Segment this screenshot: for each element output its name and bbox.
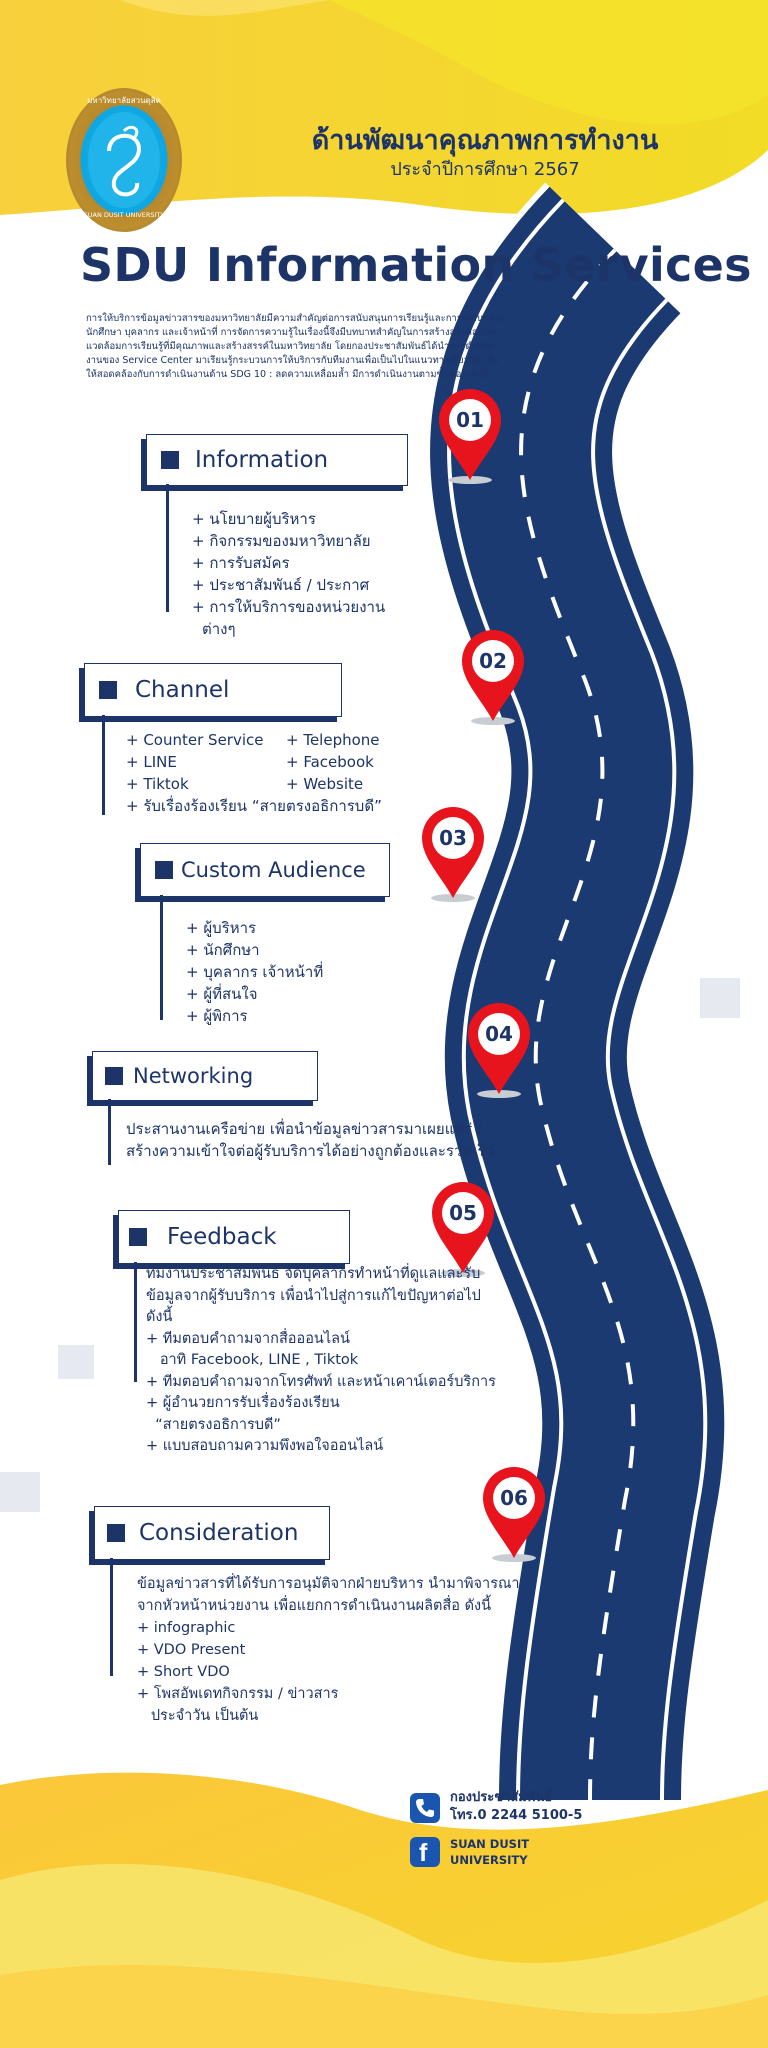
- list-item: + infographic: [137, 1620, 236, 1636]
- section-audience-stem: [160, 895, 163, 1020]
- list-item: จากหัวหน้าหน่วยงาน เพื่อแยกการดำเนินงานผ…: [137, 1598, 491, 1614]
- list-item: + การรับสมัคร: [192, 554, 290, 572]
- facebook-icon: f: [410, 1837, 440, 1867]
- facebook-name-line2: UNIVERSITY: [450, 1853, 528, 1867]
- pin-01-number: 01: [456, 408, 484, 432]
- bullet-square: [161, 451, 179, 469]
- list-item: + Tiktok: [126, 775, 189, 793]
- list-item: + ทีมตอบคำถามจากสื่อออนไลน์: [146, 1330, 350, 1347]
- list-item: + ประชาสัมพันธ์ / ประกาศ: [192, 576, 370, 594]
- contact-facebook-text: SUAN DUSIT UNIVERSITY: [450, 1836, 529, 1868]
- contact-org: กองประชาสัมพันธ์: [450, 1790, 553, 1805]
- section-audience-label: Custom Audience: [181, 858, 366, 882]
- section-feedback-box: Feedback: [118, 1210, 350, 1264]
- list-item: + โพสอัพเดทกิจกรรม / ข่าวสาร: [137, 1686, 339, 1702]
- list-item: + แบบสอบถามความพึงพอใจออนไลน์: [146, 1438, 384, 1454]
- section-networking-stem: [108, 1099, 111, 1165]
- section-channel-label: Channel: [135, 677, 230, 703]
- list-item: ประจำวัน เป็นต้น: [137, 1708, 259, 1724]
- bullet-square: [129, 1228, 147, 1246]
- pin-04-number: 04: [485, 1022, 513, 1046]
- list-item: + LINE: [126, 753, 177, 771]
- section-channel-columns: + Counter Service + LINE + Tiktok + Tele…: [126, 729, 446, 799]
- section-networking-box: Networking: [92, 1051, 318, 1101]
- university-logo: มหาวิทยาลัยสวนดุสิต SUAN DUSIT UNIVERSIT…: [66, 88, 182, 232]
- list-item: + นโยบายผู้บริหาร: [192, 510, 316, 528]
- section-consideration-stem: [110, 1558, 113, 1676]
- pin-06-icon: [483, 1467, 545, 1562]
- list-item: + Website: [286, 775, 364, 793]
- list-item: + ผู้พิการ: [186, 1007, 248, 1025]
- bullet-square: [105, 1067, 123, 1085]
- pin-03-icon: [422, 807, 484, 902]
- list-item: ต่างๆ: [202, 620, 236, 638]
- page-title: SDU Information Services: [80, 238, 752, 292]
- pin-05-icon: [432, 1182, 494, 1277]
- section-channel-box: Channel: [84, 663, 342, 717]
- pin-02-icon: [462, 630, 524, 725]
- list-item: + ผู้บริหาร: [186, 919, 257, 937]
- header-subtitle: ประจำปีการศึกษา 2567: [390, 159, 580, 180]
- section-feedback-label: Feedback: [167, 1224, 277, 1250]
- list-item: ข้อมูลจากผู้รับบริการ เพื่อนำไปสู่การแก้…: [146, 1287, 481, 1304]
- pin-03-number: 03: [439, 826, 467, 850]
- section-consideration-list: ข้อมูลข่าวสารที่ได้รับการอนุมัติจากฝ่ายบ…: [137, 1573, 520, 1727]
- bullet-square: [99, 681, 117, 699]
- pin-05-number: 05: [449, 1201, 477, 1225]
- list-item: ดังนี้: [146, 1309, 173, 1325]
- list-item: + ทีมตอบคำถามจากโทรศัพท์ และหน้าเคาน์เตอ…: [146, 1373, 496, 1390]
- bullet-square: [107, 1524, 125, 1542]
- section-channel-stem: [102, 715, 105, 815]
- list-item: + นักศึกษา: [186, 941, 260, 959]
- pin-04-icon: [468, 1003, 530, 1098]
- list-item: + VDO Present: [137, 1642, 246, 1658]
- section-information-box: Information: [146, 434, 408, 486]
- logo-emblem-icon: [88, 112, 160, 208]
- section-networking-label: Networking: [133, 1064, 254, 1088]
- text-line: ประสานงานเครือข่าย เพื่อนำข้อมูลข่าวสารม…: [126, 1120, 483, 1138]
- logo-text-top: มหาวิทยาลัยสวนดุสิต: [87, 96, 161, 105]
- list-item: + บุคลากร เจ้าหน้าที่: [186, 963, 324, 981]
- list-item: + การให้บริการของหน่วยงาน: [192, 598, 386, 616]
- section-audience-list: + ผู้บริหาร + นักศึกษา + บุคลากร เจ้าหน้…: [186, 917, 323, 1027]
- phone-icon: [410, 1793, 440, 1823]
- road: [424, 182, 731, 1801]
- list-item: + Short VDO: [137, 1664, 230, 1680]
- list-item: “สายตรงอธิการบดี”: [146, 1416, 281, 1433]
- section-information-stem: [166, 484, 169, 612]
- list-item: + กิจกรรมของมหาวิทยาลัย: [192, 532, 371, 550]
- contact-phone-text: กองประชาสัมพันธ์ โทร.0 2244 5100-5: [450, 1789, 582, 1825]
- list-item: + ผู้ที่สนใจ: [186, 985, 258, 1003]
- intro-paragraph: การให้บริการข้อมูลข่าวสารของมหาวิทยาลัยม…: [86, 313, 506, 380]
- section-feedback-list: ทีมงานประชาสัมพันธ์ จัดบุคลากรทำหน้าที่ด…: [146, 1264, 496, 1458]
- section-channel-last: + รับเรื่องร้องเรียน “สายตรงอธิการบดี”: [126, 795, 382, 817]
- section-consideration-label: Consideration: [139, 1520, 299, 1546]
- pin-01-icon: [439, 389, 501, 484]
- list-item: + Telephone: [286, 731, 380, 749]
- logo-text-bottom: SUAN DUSIT UNIVERSITY: [83, 211, 165, 219]
- section-consideration-box: Consideration: [94, 1506, 330, 1560]
- contact-phone: โทร.0 2244 5100-5: [450, 1808, 583, 1823]
- pin-06-number: 06: [500, 1486, 528, 1510]
- list-item: อาทิ Facebook, LINE , Tiktok: [146, 1352, 359, 1368]
- text-line: สร้างความเข้าใจต่อผู้รับบริการได้อย่างถู…: [126, 1142, 494, 1160]
- list-item: + Facebook: [286, 753, 374, 771]
- list-item: + รับเรื่องร้องเรียน “สายตรงอธิการบดี”: [126, 797, 382, 815]
- bullet-square: [155, 861, 173, 879]
- list-item: + Counter Service: [126, 731, 264, 749]
- list-item: ข้อมูลข่าวสารที่ได้รับการอนุมัติจากฝ่ายบ…: [137, 1576, 520, 1592]
- header-title: ด้านพัฒนาคุณภาพการทำงาน: [311, 125, 659, 156]
- section-feedback-stem: [134, 1262, 137, 1382]
- pin-02-number: 02: [479, 649, 507, 673]
- list-item: + ผู้อำนวยการรับเรื่องร้องเรียน: [146, 1395, 340, 1411]
- list-item: ทีมงานประชาสัมพันธ์ จัดบุคลากรทำหน้าที่ด…: [146, 1266, 481, 1282]
- section-information-label: Information: [195, 447, 329, 473]
- section-audience-box: Custom Audience: [140, 843, 390, 897]
- section-information-list: + นโยบายผู้บริหาร + กิจกรรมของมหาวิทยาลั…: [192, 508, 385, 640]
- section-networking-text: ประสานงานเครือข่าย เพื่อนำข้อมูลข่าวสารม…: [126, 1118, 494, 1162]
- facebook-name-line1: SUAN DUSIT: [450, 1837, 530, 1851]
